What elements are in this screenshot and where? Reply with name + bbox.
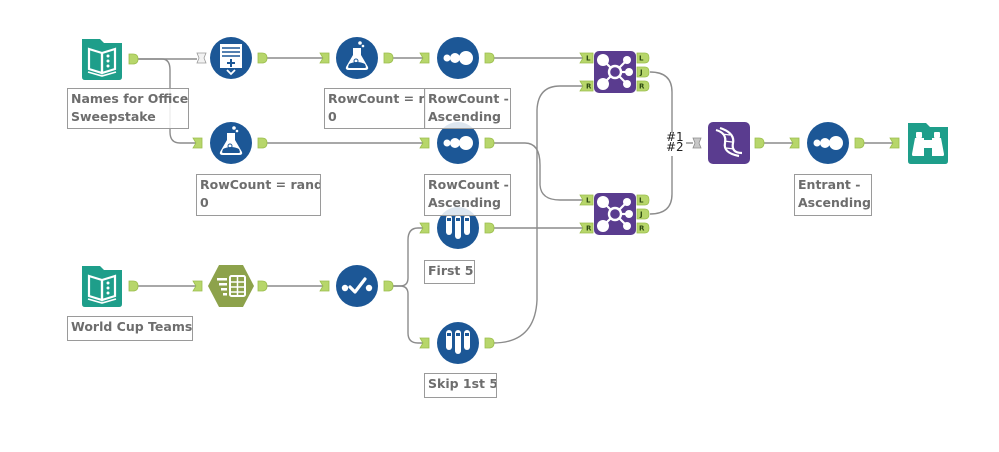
test-tubes-icon [437, 322, 479, 364]
output-anchor[interactable] [257, 280, 268, 292]
svg-text:R: R [639, 83, 645, 91]
join-node-2[interactable]: L R L J R [579, 191, 650, 237]
output-anchor[interactable] [128, 280, 139, 292]
sort-dots-icon [437, 37, 479, 79]
join-output-R[interactable]: R [636, 80, 650, 92]
svg-text:L: L [586, 55, 591, 63]
input-anchor[interactable] [196, 52, 207, 64]
check-dots-icon [341, 277, 373, 294]
connection-sort2-join2[interactable] [493, 142, 584, 201]
svg-text:J: J [639, 211, 643, 219]
join-input-R[interactable]: R [579, 222, 594, 234]
output-anchor[interactable] [484, 52, 495, 64]
join-output-J[interactable]: J [636, 208, 650, 220]
union-node[interactable] [708, 122, 750, 164]
output-anchor[interactable] [484, 337, 495, 349]
union-input-label-1: #1 [666, 130, 684, 144]
label-first-5: First 5 [424, 260, 475, 284]
connection-join2-union[interactable] [649, 156, 673, 215]
input-data-node-names[interactable] [80, 37, 124, 82]
flask-icon [209, 121, 253, 165]
svg-text:R: R [586, 83, 592, 91]
join-hub-icon [592, 49, 638, 95]
join-input-L[interactable]: L [579, 52, 594, 64]
book-icon [80, 264, 124, 309]
label-sort-2: RowCount - Ascending [424, 174, 511, 216]
label-world-cup-teams: World Cup Teams [67, 316, 193, 341]
label-sort-3: Entrant - Ascending [794, 174, 872, 216]
sort-node-1[interactable] [437, 37, 479, 79]
join-input-R[interactable]: R [579, 80, 594, 92]
svg-text:R: R [586, 225, 592, 233]
select-columns-icon [217, 275, 246, 297]
join-output-L[interactable]: L [636, 52, 650, 64]
select-node[interactable] [208, 265, 254, 307]
connection-filter-sample1[interactable] [392, 227, 424, 287]
svg-text:L: L [586, 197, 591, 205]
sort-node-3[interactable] [807, 122, 849, 164]
svg-text:L: L [639, 197, 644, 205]
label-formula-1: RowCount = ran 0 [324, 88, 426, 129]
sort-dots-icon [807, 122, 849, 164]
connection-sample2-join1[interactable] [492, 85, 584, 344]
join-output-J[interactable]: J [636, 66, 650, 78]
svg-text:R: R [639, 225, 645, 233]
svg-text:J: J [639, 69, 643, 77]
flask-icon [335, 36, 379, 80]
browse-node[interactable] [908, 123, 948, 164]
output-anchor[interactable] [484, 137, 495, 149]
book-icon [80, 37, 124, 82]
connections [137, 57, 894, 344]
union-input-anchor[interactable] [692, 137, 702, 149]
output-anchor[interactable] [383, 280, 394, 292]
filter-node[interactable] [336, 265, 378, 307]
join-input-L[interactable]: L [579, 194, 594, 206]
join-node-1[interactable]: L R L J R [579, 49, 650, 95]
label-skip-1st-5: Skip 1st 5 [424, 373, 497, 398]
union-input-label-2: #2 [666, 140, 684, 154]
output-anchor[interactable] [754, 137, 765, 149]
output-anchor[interactable] [257, 137, 268, 149]
join-hub-icon [592, 191, 638, 237]
join-output-L[interactable]: L [636, 194, 650, 206]
join-output-R[interactable]: R [636, 222, 650, 234]
output-anchor[interactable] [854, 137, 865, 149]
binoculars-icon [912, 132, 944, 156]
record-id-node[interactable] [196, 37, 252, 79]
label-sort-1: RowCount - Ascending [424, 88, 511, 129]
label-formula-2: RowCount = rand 0 [196, 174, 321, 216]
formula-node-1[interactable] [335, 36, 379, 80]
connection-filter-sample2[interactable] [392, 285, 424, 344]
formula-node-2[interactable] [209, 121, 253, 165]
output-anchor[interactable] [128, 53, 139, 65]
output-anchor[interactable] [257, 52, 268, 64]
output-anchor[interactable] [484, 222, 495, 234]
append-record-icon [220, 44, 242, 76]
connection-join1-union[interactable] [649, 71, 673, 133]
dna-icon [715, 126, 743, 158]
output-anchor[interactable] [383, 52, 394, 64]
sample-node-skip-5[interactable] [437, 322, 479, 364]
label-names-for-office-sweepstake: Names for Office Sweepstake [67, 88, 189, 129]
svg-text:L: L [639, 55, 644, 63]
input-data-node-teams[interactable] [80, 264, 124, 309]
